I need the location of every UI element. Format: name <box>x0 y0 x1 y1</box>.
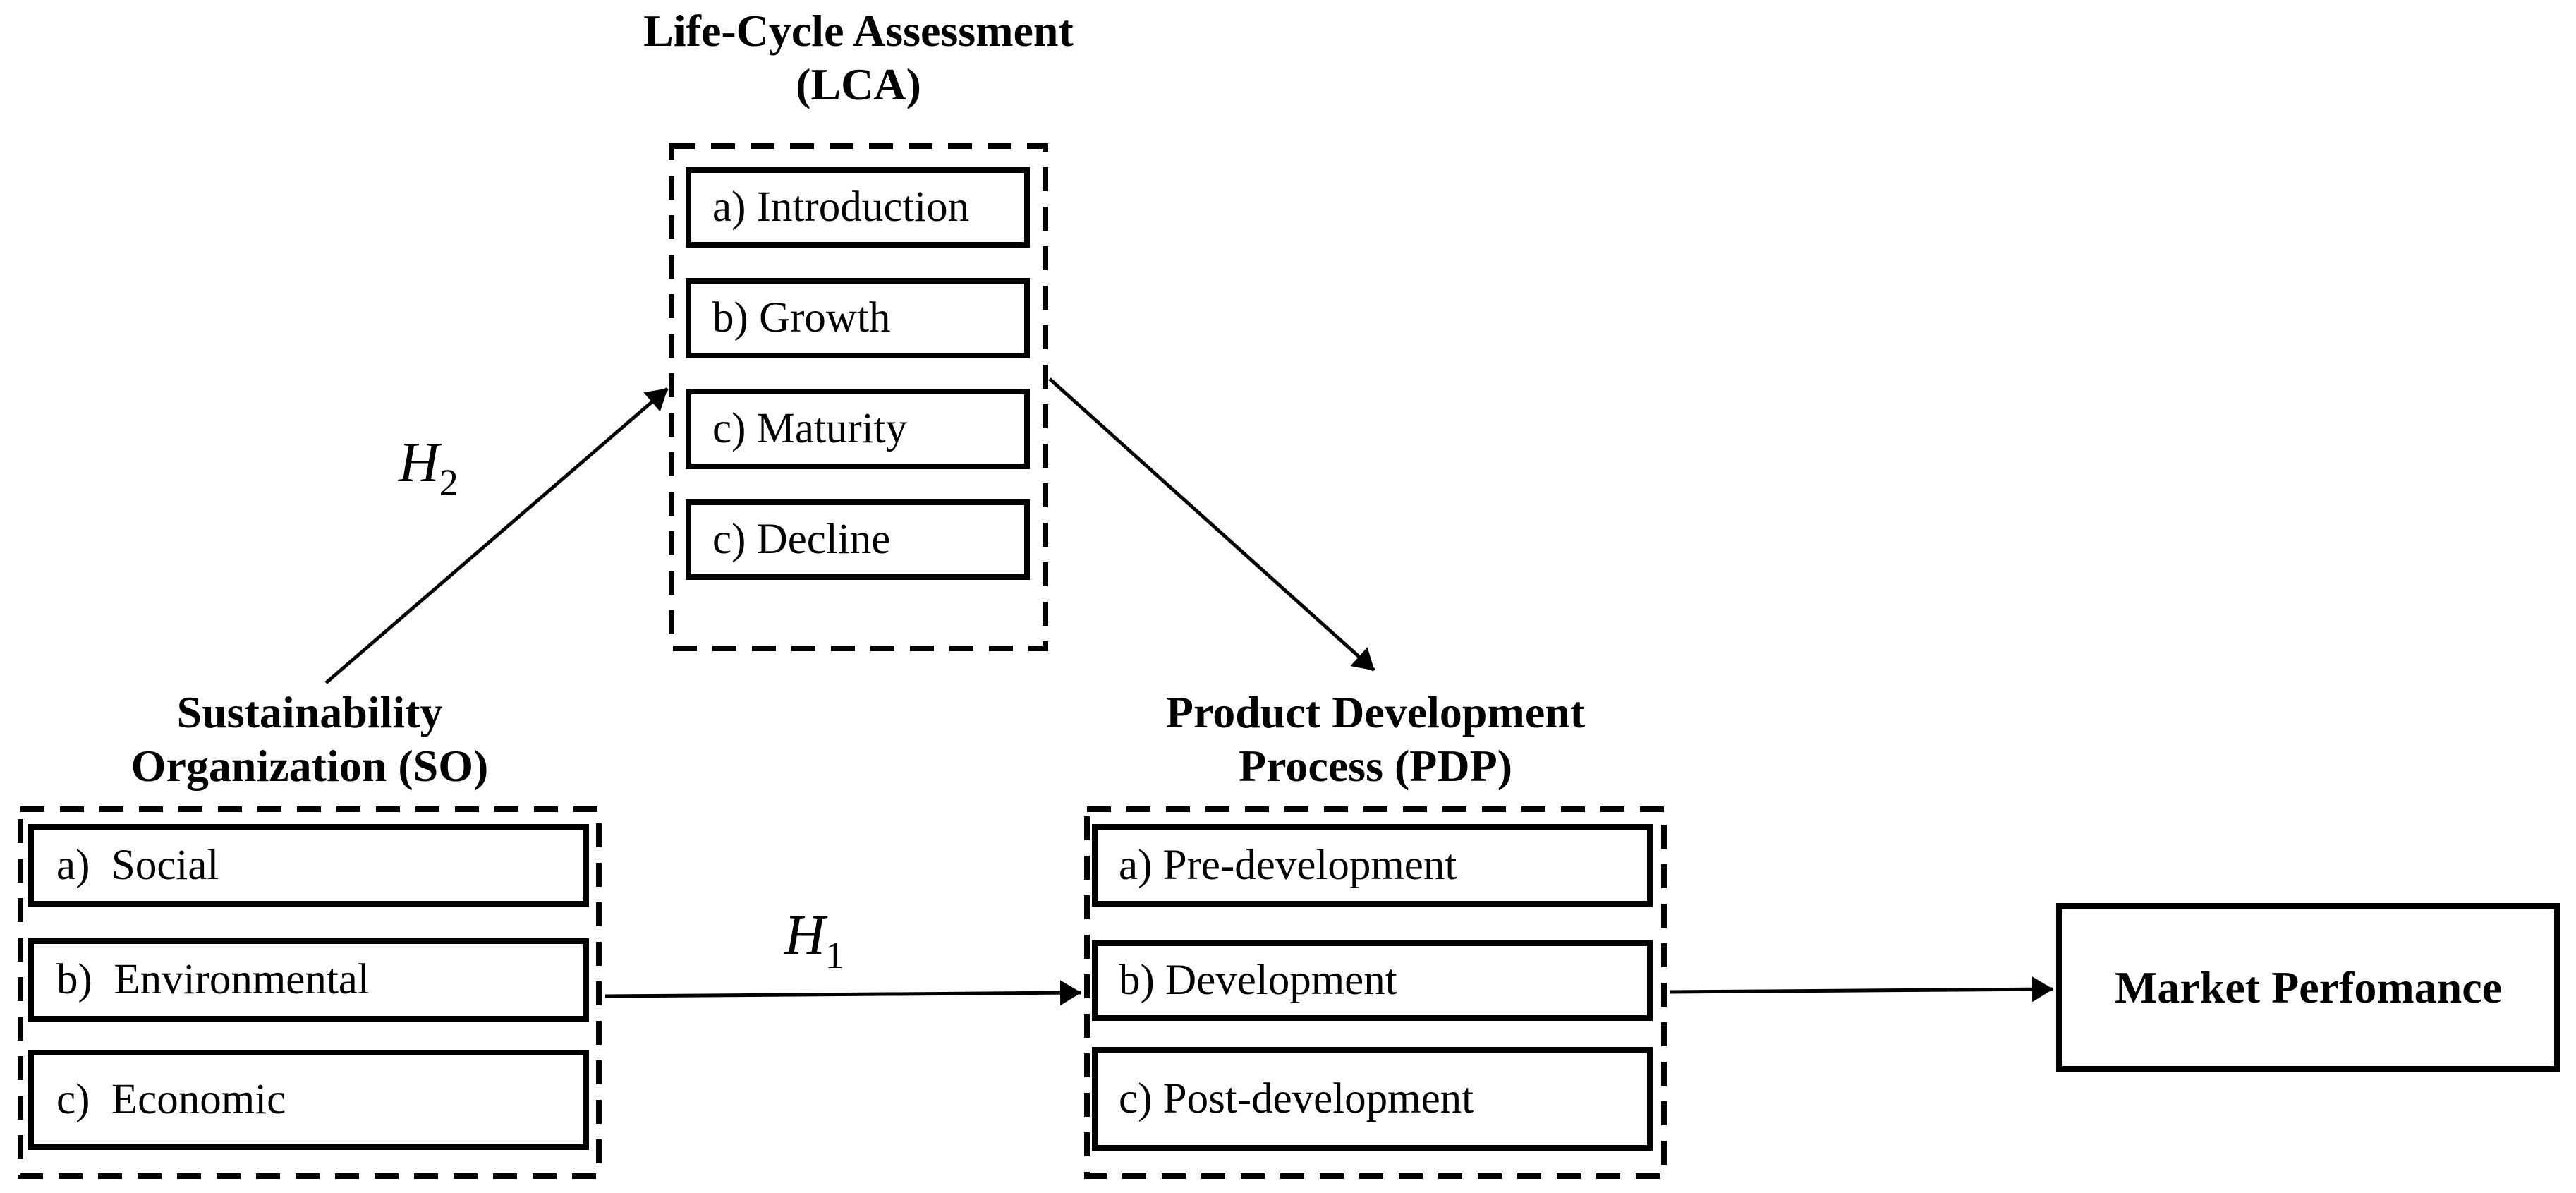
lca-group-border <box>669 143 1048 651</box>
lca-item-introduction: a) Introduction <box>686 167 1030 248</box>
h2-label: H2 <box>399 435 458 502</box>
so-item-economic: c) Economic <box>28 1050 589 1150</box>
pdp-group-border <box>1084 806 1667 1179</box>
lca-item-decline: c) Decline <box>686 499 1030 580</box>
lca-item-growth: b) Growth <box>686 278 1030 358</box>
h1-label: H1 <box>784 907 844 974</box>
h1-label-base: H <box>784 904 825 967</box>
pdp-item-post-development: c) Post-development <box>1092 1047 1653 1151</box>
so-item-environmental: b) Environmental <box>28 938 589 1022</box>
lca-to-pdp-arrow <box>1048 377 1375 672</box>
lca-title: Life-Cycle Assessment (LCA) <box>643 6 1074 109</box>
lca-item-maturity: c) Maturity <box>686 389 1030 469</box>
h2-label-subscript: 2 <box>439 461 458 504</box>
market-performance-box: Market Perfomance <box>2056 903 2560 1072</box>
so-item-social: a) Social <box>28 824 589 907</box>
h2-arrow <box>324 387 669 684</box>
pdp-item-development: b) Development <box>1092 940 1653 1021</box>
so-group-border <box>18 806 602 1179</box>
so-title: Sustainability Organization (SO) <box>130 687 489 791</box>
h2-label-base: H <box>399 432 439 494</box>
pdp-to-market-arrow <box>1669 976 2053 1003</box>
h1-label-subscript: 1 <box>825 934 844 976</box>
h1-arrow <box>604 980 1081 1006</box>
pdp-item-pre-development: a) Pre-development <box>1092 824 1653 907</box>
pdp-title: Product Development Process (PDP) <box>1165 687 1586 791</box>
